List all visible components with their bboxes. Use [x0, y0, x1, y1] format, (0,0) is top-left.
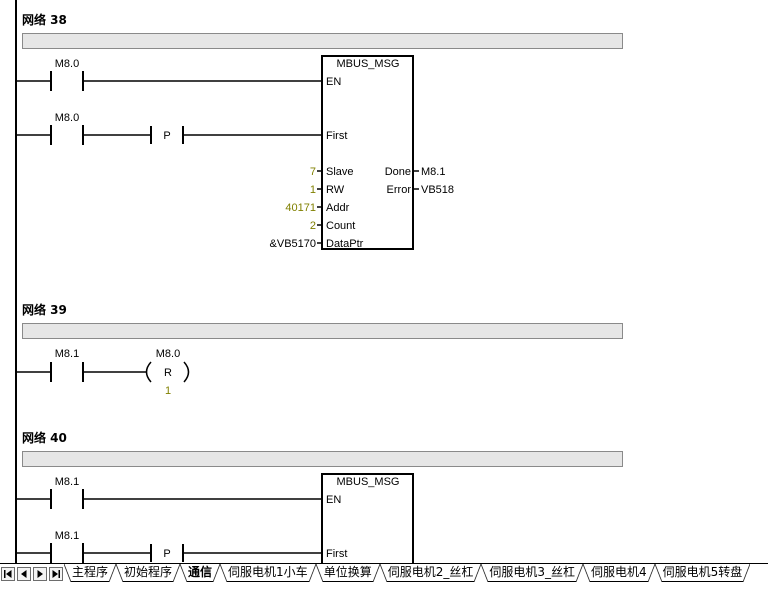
skip-last-icon: [52, 570, 60, 578]
contact-address: M8.1: [55, 530, 79, 542]
reset-coil[interactable]: R M8.0 1: [145, 348, 190, 397]
mbus-msg-block[interactable]: MBUS_MSG EN First Slave 7 RW 1 Addr 4017…: [270, 55, 455, 250]
mbus-msg-block[interactable]: MBUS_MSG EN First: [321, 473, 414, 563]
first-tab-button[interactable]: [1, 567, 15, 581]
program-tab-bar: 主程序初始程序通信伺服电机1小车单位换算伺服电机2_丝杠伺服电机3_丝杠伺服电机…: [0, 563, 768, 589]
normally-open-contact[interactable]: M8.1: [50, 476, 84, 509]
error-value[interactable]: VB518: [421, 184, 454, 196]
positive-edge-contact[interactable]: P: [150, 126, 184, 144]
network-title: 网络 38: [22, 12, 67, 27]
pin-slave: Slave: [326, 166, 354, 178]
next-icon: [37, 570, 43, 578]
count-value[interactable]: 2: [310, 220, 316, 232]
next-tab-button[interactable]: [33, 567, 47, 581]
tab-unit-conversion[interactable]: 单位换算: [315, 564, 380, 582]
edge-label: P: [163, 130, 170, 142]
block-frame: [321, 55, 414, 250]
normally-open-contact[interactable]: M8.0: [50, 112, 84, 145]
tab-init-program[interactable]: 初始程序: [116, 564, 181, 582]
network-title: 网络 39: [22, 302, 67, 317]
tab-communication[interactable]: 通信: [180, 564, 221, 582]
pin-count: Count: [326, 220, 355, 232]
pin-addr: Addr: [326, 202, 350, 214]
normally-open-contact[interactable]: M8.0: [50, 58, 84, 91]
normally-open-contact[interactable]: M8.1: [50, 530, 84, 563]
network-40: 网络 40 M8.1 M8.1 P MBUS_MSG EN First: [17, 430, 623, 563]
tab-navigation: [1, 567, 65, 581]
skip-first-icon: [4, 570, 12, 578]
network-comment-bar[interactable]: [22, 323, 623, 339]
ladder-editor[interactable]: 网络 38 M8.0 M8.0 P MBUS_MSG EN Fi: [0, 0, 768, 563]
coil-right-arc: [183, 361, 190, 383]
pin-first: First: [326, 130, 347, 142]
tab-servo-4[interactable]: 伺服电机4: [583, 564, 655, 582]
rw-value[interactable]: 1: [310, 184, 316, 196]
tab-servo-5-turntable[interactable]: 伺服电机5转盘: [654, 564, 750, 582]
contact-address: M8.1: [55, 348, 79, 360]
pin-first: First: [326, 548, 347, 560]
previous-icon: [21, 570, 27, 578]
tab-servo-1-cart[interactable]: 伺服电机1小车: [220, 564, 316, 582]
coil-address: M8.0: [156, 348, 180, 360]
network-title: 网络 40: [22, 430, 67, 445]
tab-servo-2-screw[interactable]: 伺服电机2_丝杠: [379, 564, 481, 582]
coil-type: R: [164, 367, 172, 379]
block-name: MBUS_MSG: [337, 58, 400, 70]
coil-left-arc: [145, 361, 152, 383]
block-name: MBUS_MSG: [337, 476, 400, 488]
network-comment-bar[interactable]: [22, 451, 623, 467]
done-value[interactable]: M8.1: [421, 166, 445, 178]
normally-open-contact[interactable]: M8.1: [50, 348, 84, 382]
addr-value[interactable]: 40171: [285, 202, 316, 214]
tab-servo-3-screw[interactable]: 伺服电机3_丝杠: [481, 564, 583, 582]
network-39: 网络 39 M8.1 R M8.0 1: [17, 302, 623, 397]
contact-address: M8.0: [55, 58, 79, 70]
tab-strip: 主程序初始程序通信伺服电机1小车单位换算伺服电机2_丝杠伺服电机3_丝杠伺服电机…: [64, 564, 768, 586]
power-rail: [15, 0, 17, 563]
last-tab-button[interactable]: [49, 567, 63, 581]
dataptr-value[interactable]: &VB5170: [270, 238, 316, 250]
contact-address: M8.1: [55, 476, 79, 488]
coil-count[interactable]: 1: [165, 385, 171, 397]
network-38: 网络 38 M8.0 M8.0 P MBUS_MSG EN Fi: [17, 12, 623, 250]
tab-main-program[interactable]: 主程序: [64, 564, 117, 582]
pin-error: Error: [387, 184, 412, 196]
previous-tab-button[interactable]: [17, 567, 31, 581]
pin-done: Done: [385, 166, 411, 178]
pin-en: EN: [326, 494, 341, 506]
network-comment-bar[interactable]: [22, 33, 623, 49]
block-frame: [321, 473, 414, 563]
slave-value[interactable]: 7: [310, 166, 316, 178]
pin-rw: RW: [326, 184, 345, 196]
contact-address: M8.0: [55, 112, 79, 124]
edge-label: P: [163, 548, 170, 560]
positive-edge-contact[interactable]: P: [150, 544, 184, 562]
pin-en: EN: [326, 76, 341, 88]
pin-dataptr: DataPtr: [326, 238, 364, 250]
